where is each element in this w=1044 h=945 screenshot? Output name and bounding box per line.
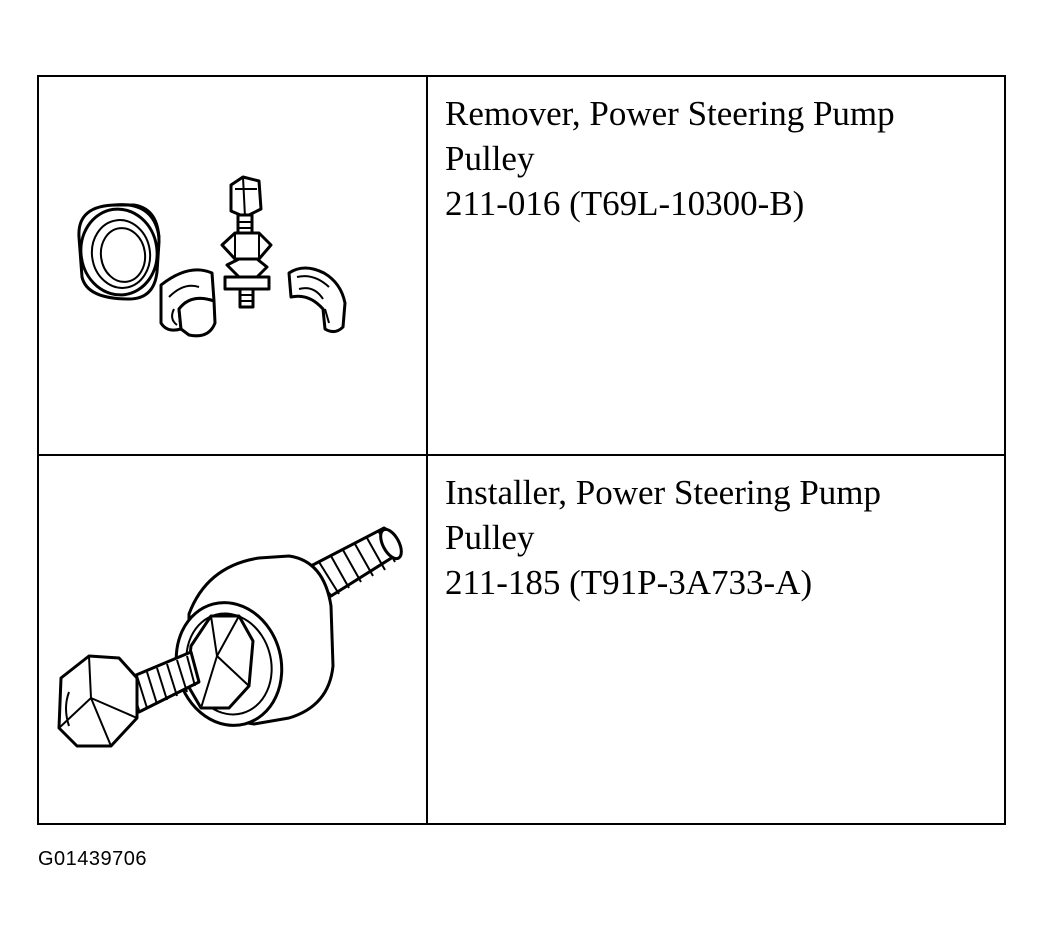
threaded-shaft-part [305, 526, 403, 598]
tool-part-number: 211-185 (T91P-3A733-A) [445, 563, 813, 602]
illustration-cell [39, 77, 428, 454]
forcing-screw-part [220, 175, 273, 309]
tool-name-line-2: Pulley [445, 139, 535, 178]
table-row: Installer, Power Steering Pump Pulley 21… [39, 456, 1004, 823]
left-clamp-part [159, 268, 217, 338]
tool-name-line-2: Pulley [445, 518, 535, 557]
bolt-head-part [57, 654, 139, 748]
tool-name-line-1: Installer, Power Steering Pump [445, 473, 882, 512]
pulley-remover-icon [77, 175, 347, 338]
figure-id: G01439706 [38, 848, 148, 870]
hex-nut-part [185, 614, 255, 710]
tool-name-line-1: Remover, Power Steering Pump [445, 94, 895, 133]
sleeve-part [77, 203, 161, 301]
right-clamp-part [287, 266, 347, 334]
illustration-cell [39, 456, 428, 823]
special-tools-table: Remover, Power Steering Pump Pulley 211-… [37, 75, 1006, 825]
forcing-screw-thread-part [127, 650, 201, 714]
tool-description: Remover, Power Steering Pump Pulley 211-… [428, 77, 1004, 454]
tool-description: Installer, Power Steering Pump Pulley 21… [428, 456, 1004, 823]
pulley-installer-icon [57, 526, 403, 748]
tool-part-number: 211-016 (T69L-10300-B) [445, 184, 805, 223]
table-row: Remover, Power Steering Pump Pulley 211-… [39, 77, 1004, 456]
